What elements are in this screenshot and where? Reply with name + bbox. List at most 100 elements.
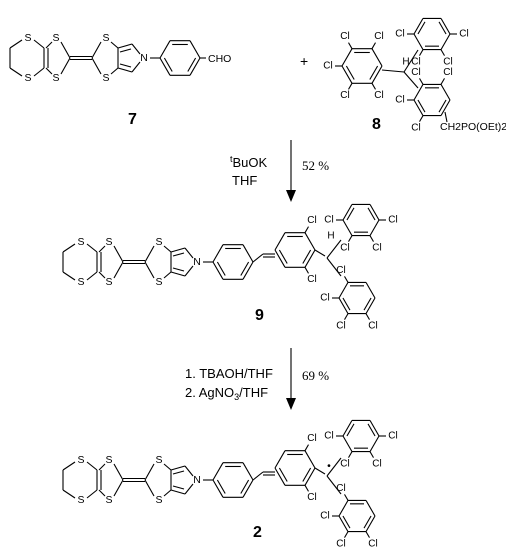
chlorine-label: Cl: [374, 31, 383, 42]
compound-7-label: 7: [128, 111, 137, 128]
chlorine-label: Cl: [443, 56, 452, 67]
compound-8-label: 8: [372, 116, 381, 133]
atom-label: S: [105, 276, 112, 288]
bond: [144, 463, 155, 481]
reaction-arrow-2-head: [286, 398, 296, 410]
cl-bond: [440, 49, 445, 56]
bond: [326, 239, 342, 259]
bond: [62, 461, 76, 471]
ring-bond: [242, 462, 254, 481]
cl-bond: [304, 485, 309, 492]
bond: [33, 67, 45, 77]
ring-bond: [341, 48, 353, 67]
chlorine-label: Cl: [459, 29, 468, 40]
bond: [98, 245, 106, 253]
ring-double-bond: [363, 515, 372, 529]
bond: [62, 243, 76, 253]
ring-bond: [365, 282, 376, 299]
ring-bond: [342, 219, 353, 236]
atom-label: N: [140, 52, 148, 64]
bond: [131, 61, 141, 73]
bond: [381, 69, 405, 73]
compound-9-label: 9: [255, 307, 264, 324]
ring-bond: [440, 99, 451, 116]
radical-dot: •: [327, 460, 331, 472]
ring-bond: [159, 40, 171, 59]
ring-bond: [338, 515, 349, 532]
bond: [113, 261, 124, 279]
bond: [110, 67, 119, 75]
ring-double-bond: [345, 65, 355, 80]
reaction-arrow-1-head: [286, 190, 296, 202]
double-bond: [172, 470, 185, 475]
ring-bond: [304, 450, 316, 469]
ring-bond: [274, 450, 286, 469]
atom-label: S: [105, 236, 112, 248]
cl-bond: [348, 451, 353, 458]
ring-double-bond: [417, 21, 426, 35]
ring-bond: [189, 40, 201, 59]
bond: [326, 257, 342, 277]
ring-bond: [304, 232, 316, 251]
ring-bond: [369, 219, 380, 236]
double-bond: [172, 267, 185, 272]
cl-bond: [365, 531, 370, 538]
bond: [98, 463, 106, 471]
bond: [252, 471, 264, 481]
ring-bond: [413, 99, 424, 116]
atom-label: S: [102, 72, 109, 84]
chlorine-label: Cl: [307, 492, 316, 503]
ring-double-bond: [363, 297, 372, 311]
ring-double-bond: [369, 65, 379, 80]
step2-line2: 2. AgNO3/THF: [185, 385, 268, 402]
bond: [170, 489, 186, 495]
ring-bond: [212, 244, 224, 263]
ring-bond: [342, 204, 353, 221]
bond: [170, 247, 186, 253]
cl-bond: [419, 115, 424, 122]
bond: [144, 245, 155, 263]
chlorine-label: Cl: [340, 242, 349, 253]
ring-bond: [159, 57, 171, 76]
bond: [444, 111, 448, 123]
bond: [98, 489, 106, 497]
ring-bond: [371, 48, 383, 67]
ring-bond: [274, 249, 286, 268]
ring-double-bond: [438, 99, 447, 113]
ring-double-bond: [438, 21, 447, 35]
bond: [62, 271, 76, 281]
ring-bond: [413, 84, 424, 101]
atom-label: N: [193, 474, 201, 486]
ring-bond: [338, 282, 349, 299]
step1-solvent: THF: [232, 173, 257, 188]
chlorine-label: Cl: [324, 215, 333, 226]
ring-bond: [413, 18, 424, 35]
ring-double-bond: [342, 297, 351, 311]
chlorine-label: Cl: [395, 95, 404, 106]
bond: [9, 67, 23, 77]
ring-double-bond: [187, 57, 197, 72]
bond: [86, 243, 98, 253]
bond: [60, 57, 71, 75]
ring-bond: [341, 65, 353, 84]
bond: [170, 465, 186, 471]
chlorine-label: Cl: [388, 431, 397, 442]
plus-sign: +: [300, 53, 308, 69]
bond: [9, 39, 23, 49]
double-bond: [119, 48, 132, 53]
cl-bond: [344, 276, 349, 283]
ring-double-bond: [278, 249, 288, 264]
chlorine-label: Cl: [411, 122, 420, 133]
bond: [113, 245, 124, 263]
ring-bond: [342, 420, 353, 437]
ring-double-bond: [302, 467, 312, 482]
ring-double-bond: [240, 479, 250, 494]
ring-bond: [274, 467, 286, 486]
bond: [33, 39, 45, 49]
cl-bond: [348, 42, 353, 49]
hydrogen-label: H: [327, 231, 334, 242]
bond: [113, 463, 124, 481]
bond: [163, 463, 172, 471]
ring-bond: [371, 65, 383, 84]
ring-double-bond: [346, 423, 355, 437]
